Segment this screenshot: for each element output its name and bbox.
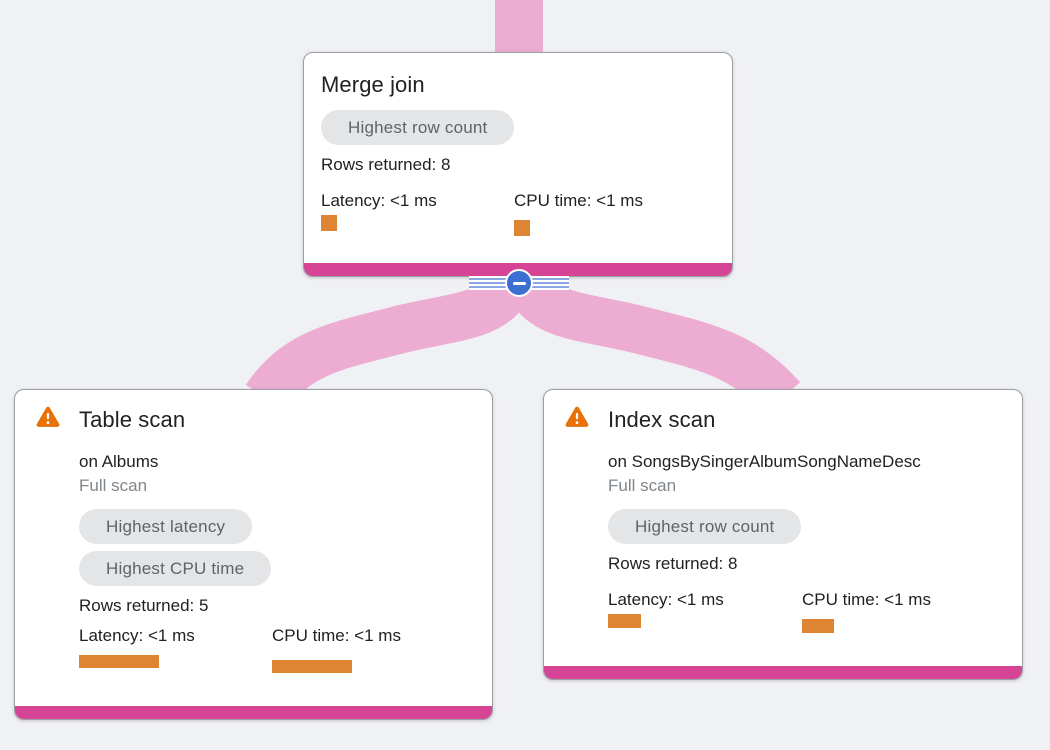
metrics-row: Latency: <1 ms CPU time: <1 ms — [608, 588, 1006, 650]
latency-bar — [79, 655, 159, 668]
edge-parent-top — [495, 0, 543, 58]
latency-metric: Latency: <1 ms — [608, 588, 724, 628]
cpu-time-metric: CPU time: <1 ms — [802, 588, 931, 633]
latency-metric: Latency: <1 ms — [79, 624, 195, 668]
edge-merge-to-table-scan — [245, 266, 536, 412]
plan-node-table-scan[interactable]: Table scan on Albums Full scan Highest l… — [14, 389, 493, 720]
node-title: Table scan — [79, 407, 186, 432]
scan-target-label: on SongsBySingerAlbumSongNameDesc — [608, 452, 921, 471]
highest-row-count-badge: Highest row count — [608, 509, 802, 544]
latency-bar — [608, 614, 641, 628]
highest-cpu-time-badge: Highest CPU time — [79, 551, 272, 586]
warning-icon — [565, 406, 589, 427]
highest-latency-badge: Highest latency — [79, 509, 253, 544]
highest-row-count-badge: Highest row count — [321, 110, 515, 145]
badge-list: Highest row count — [608, 509, 1006, 544]
scan-type-label: Full scan — [608, 476, 677, 495]
cpu-time-bar — [802, 619, 834, 633]
metrics-row: Latency: <1 ms CPU time: <1 ms — [79, 624, 476, 686]
node-title: Index scan — [608, 407, 716, 432]
edge-merge-to-index-scan — [502, 266, 801, 415]
metrics-row: Latency: <1 ms CPU time: <1 ms — [321, 189, 716, 251]
node-accent-bar — [544, 666, 1022, 679]
plan-node-merge-join[interactable]: Merge join Highest row count Rows return… — [303, 52, 733, 277]
badge-list: Highest row count — [321, 110, 716, 145]
collapse-children-button[interactable] — [505, 269, 533, 297]
node-accent-bar — [15, 706, 492, 719]
rows-returned-label: Rows returned: 8 — [608, 554, 738, 573]
cpu-time-bar — [272, 660, 352, 673]
cpu-time-label: CPU time: <1 ms — [272, 626, 401, 645]
node-title: Merge join — [321, 72, 425, 97]
scan-target-label: on Albums — [79, 452, 159, 471]
rows-returned-label: Rows returned: 5 — [79, 596, 209, 615]
latency-metric: Latency: <1 ms — [321, 189, 437, 231]
latency-label: Latency: <1 ms — [608, 590, 724, 609]
latency-label: Latency: <1 ms — [321, 191, 437, 210]
cpu-time-metric: CPU time: <1 ms — [272, 624, 401, 673]
plan-node-index-scan[interactable]: Index scan on SongsBySingerAlbumSongName… — [543, 389, 1023, 680]
cpu-time-metric: CPU time: <1 ms — [514, 189, 643, 236]
badge-list: Highest latency Highest CPU time — [79, 509, 476, 586]
scan-type-label: Full scan — [79, 476, 148, 495]
minus-icon — [512, 281, 526, 285]
cpu-time-label: CPU time: <1 ms — [514, 191, 643, 210]
cpu-time-label: CPU time: <1 ms — [802, 590, 931, 609]
warning-icon — [36, 406, 60, 427]
latency-label: Latency: <1 ms — [79, 626, 195, 645]
rows-returned-label: Rows returned: 8 — [321, 155, 451, 174]
latency-bar — [321, 215, 337, 231]
cpu-time-bar — [514, 220, 530, 236]
